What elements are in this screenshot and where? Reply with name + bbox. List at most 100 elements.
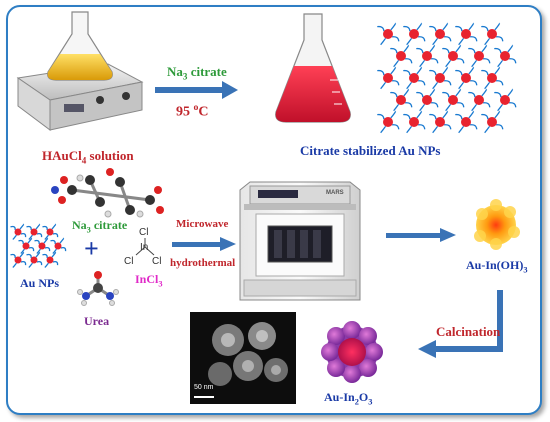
label-microwave: Microwave (176, 218, 229, 230)
citrate-ligand (44, 246, 51, 252)
gold-nanoparticle (383, 117, 393, 127)
citrate-ligand (416, 66, 423, 75)
flask-yellow-icon (47, 11, 113, 81)
citrate-ligand (405, 102, 413, 108)
incl3-in: In (140, 242, 149, 253)
citrate-ligand (36, 260, 43, 266)
citrate-ligand (431, 102, 439, 108)
citrate-ligand (457, 102, 465, 108)
label-hydrothermal: hydrothermal (170, 257, 236, 269)
citrate-ligand (429, 69, 437, 76)
gold-nanoparticle (14, 228, 22, 236)
citrate-ligand (442, 22, 449, 31)
citrate-ligand (405, 58, 413, 64)
hot-plate-icon (16, 63, 144, 131)
label-urea: Urea (84, 314, 110, 328)
arrow-to-calcination (418, 290, 503, 358)
citrate-ligand (494, 110, 501, 119)
citrate-ligand (444, 80, 452, 86)
citrate-ligand (390, 91, 398, 98)
gold-nanoparticle (54, 242, 62, 250)
citrate-ligand (403, 25, 411, 32)
incl3-structure-icon (135, 238, 155, 256)
gold-nanoparticle (461, 29, 471, 39)
tem-image (190, 312, 296, 404)
citrate-ligand (432, 37, 438, 46)
citrate-ligand (377, 25, 385, 32)
citrate-ligand (458, 81, 464, 90)
label-incl3: InCl3 (135, 272, 163, 289)
gold-nanoparticle (30, 256, 38, 264)
citrate-ligand (12, 234, 18, 240)
citrate-ligand (429, 113, 437, 120)
gold-nanoparticle (448, 51, 458, 61)
citrate-ligand (483, 58, 491, 64)
tem-scale-label: 50 nm (194, 384, 214, 391)
citrate-ligand (470, 124, 478, 130)
gold-nanoparticle (38, 242, 46, 250)
citrate-ligand (406, 81, 412, 90)
citrate-ligand (494, 91, 502, 98)
citrate-ligand (455, 69, 463, 76)
label-citrate-np: Citrate stabilized Au NPs (300, 143, 441, 158)
citrate-ligand (429, 88, 436, 97)
au-np-cluster (10, 223, 67, 268)
citrate-ligand (50, 239, 56, 245)
citrate-ligand (51, 223, 57, 230)
citrate-ligand (484, 37, 490, 46)
label-na3-citrate-top: Na3 citrate (167, 64, 227, 82)
citrate-ligand (481, 113, 489, 120)
citrate-ligand (27, 237, 33, 244)
citrate-ligand (403, 88, 410, 97)
citrate-ligand (393, 59, 399, 68)
citrate-ligand (10, 225, 16, 231)
citrate-ligand (416, 110, 423, 119)
citrate-ligand (429, 25, 437, 32)
citrate-ligand (392, 80, 400, 86)
citrate-ligand (496, 124, 504, 130)
citrate-ligand (36, 232, 43, 238)
citrate-ligand (507, 88, 514, 97)
gold-nanoparticle (474, 51, 484, 61)
citrate-ligand (432, 81, 438, 90)
citrate-ligand (416, 22, 423, 31)
citrate-ligand (471, 103, 477, 112)
flask-red-icon (275, 13, 351, 123)
citrate-ligand (496, 80, 504, 86)
citrate-ligand (442, 91, 450, 98)
gold-nanoparticle (461, 117, 471, 127)
citrate-ligand (19, 251, 25, 258)
citrate-ligand (470, 36, 478, 42)
gold-nanoparticle (22, 242, 30, 250)
citrate-ligand (392, 124, 400, 130)
citrate-ligand (431, 58, 439, 64)
citrate-ligand (468, 110, 475, 119)
incl3-cl-right: Cl (152, 256, 162, 267)
citrate-ligand (393, 103, 399, 112)
label-calcination: Calcination (436, 324, 501, 339)
urea-molecule-icon (77, 271, 119, 306)
citrate-ligand (416, 47, 424, 54)
citrate-np-cluster (377, 22, 517, 134)
citrate-ligand (18, 239, 24, 245)
au-in2o3-particle-icon (321, 321, 383, 383)
arrow-to-au-inoh3 (386, 228, 456, 242)
citrate-ligand (496, 36, 504, 42)
citrate-ligand (481, 88, 488, 97)
citrate-ligand (432, 125, 438, 134)
citrate-ligand (481, 25, 489, 32)
incl3-cl-top: Cl (139, 227, 149, 238)
citrate-ligand (20, 260, 27, 266)
gold-nanoparticle (383, 29, 393, 39)
citrate-ligand (481, 44, 488, 53)
au-inoh3-particle-icon (474, 199, 520, 250)
citrate-ligand (52, 260, 59, 266)
citrate-ligand (509, 102, 517, 108)
label-au-in2o3: Au-In2O3 (324, 390, 373, 407)
citrate-ligand (445, 103, 451, 112)
citrate-ligand (60, 246, 67, 252)
citrate-ligand (390, 22, 397, 31)
citrate-ligand (380, 37, 386, 46)
citrate-ligand (444, 36, 452, 42)
